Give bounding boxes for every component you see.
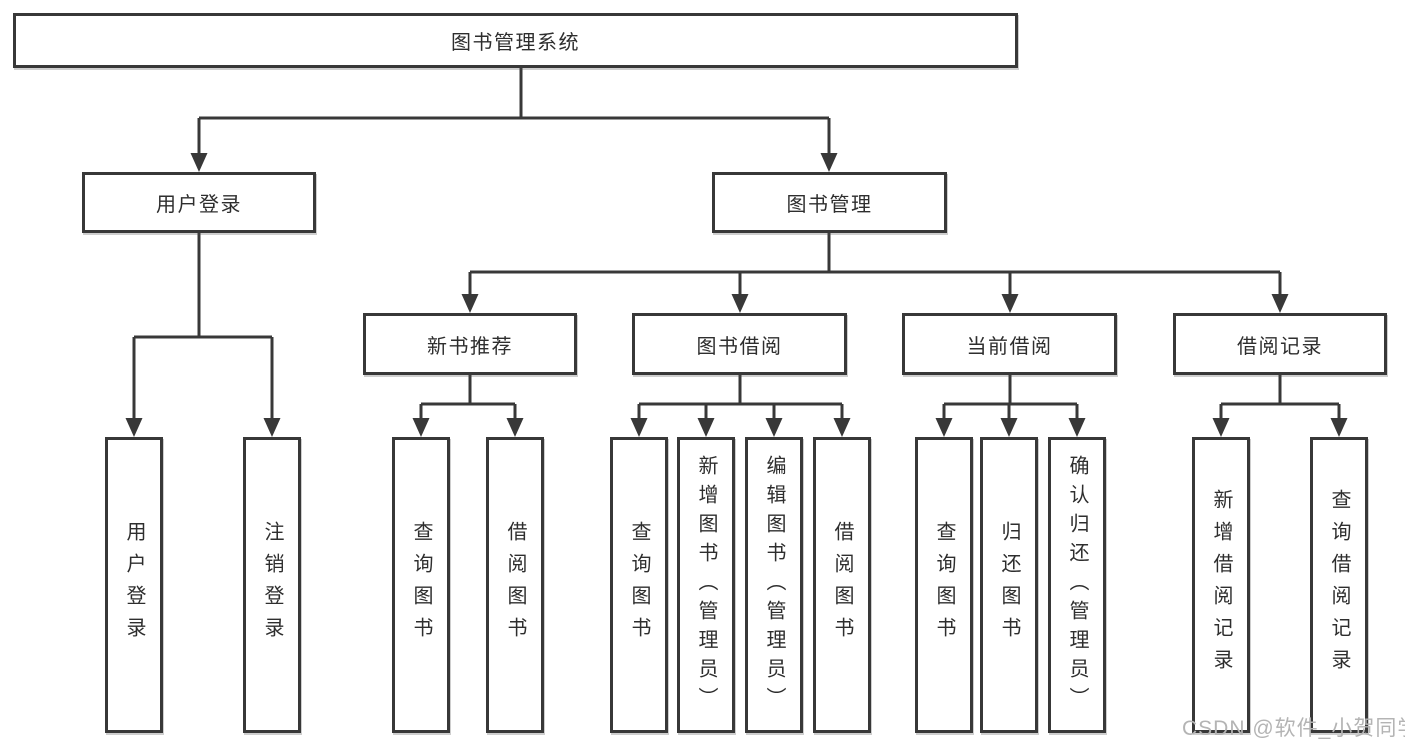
- leaf-query-books-recommend: 查询图书: [392, 437, 450, 733]
- leaf-query-borrow-record-label: 查询借阅记录: [1328, 489, 1350, 681]
- leaf-query-borrow-record: 查询借阅记录: [1310, 437, 1368, 733]
- leaf-return-books: 归还图书: [980, 437, 1038, 733]
- leaf-query-books-borrow: 查询图书: [610, 437, 668, 733]
- leaf-user-login-label: 用户登录: [123, 521, 145, 649]
- node-new-book-recommend-label: 新书推荐: [427, 335, 513, 358]
- node-new-book-recommend: 新书推荐: [363, 313, 577, 375]
- leaf-borrow-books-label: 借阅图书: [831, 521, 853, 649]
- node-user-login-label: 用户登录: [156, 194, 242, 216]
- leaf-confirm-return-admin: 确认归还（管理员）: [1048, 437, 1106, 733]
- leaf-query-books-current-label: 查询图书: [933, 521, 955, 649]
- node-root-label: 图书管理系统: [451, 32, 580, 54]
- node-book-management-label: 图书管理: [786, 194, 873, 216]
- leaf-add-borrow-record-label: 新增借阅记录: [1210, 489, 1232, 681]
- node-borrow-records: 借阅记录: [1173, 313, 1387, 375]
- leaf-query-books-recommend-label: 查询图书: [410, 521, 432, 649]
- leaf-edit-books-admin-label: 编辑图书（管理员）: [763, 454, 785, 716]
- leaf-query-books-borrow-label: 查询图书: [628, 521, 650, 649]
- arrowheads: [125, 153, 1348, 437]
- node-book-borrow: 图书借阅: [632, 313, 847, 375]
- leaf-add-borrow-record: 新增借阅记录: [1192, 437, 1250, 733]
- node-user-login: 用户登录: [82, 172, 316, 233]
- leaf-add-books-admin-label: 新增图书（管理员）: [695, 454, 717, 716]
- connector-paths: [132, 68, 1341, 419]
- leaf-user-login: 用户登录: [105, 437, 163, 733]
- leaf-logout-label: 注销登录: [261, 521, 283, 649]
- leaf-add-books-admin: 新增图书（管理员）: [677, 437, 735, 733]
- node-root: 图书管理系统: [13, 13, 1018, 68]
- node-current-borrow: 当前借阅: [902, 313, 1117, 375]
- leaf-return-books-label: 归还图书: [998, 521, 1020, 649]
- leaf-borrow-books: 借阅图书: [813, 437, 871, 733]
- node-book-borrow-label: 图书借阅: [696, 335, 783, 358]
- leaf-borrow-books-recommend-label: 借阅图书: [504, 521, 526, 649]
- watermark: CSDN @软件_小贺同学: [1182, 717, 1405, 740]
- leaf-confirm-return-admin-label: 确认归还（管理员）: [1066, 454, 1088, 716]
- leaf-query-books-current: 查询图书: [915, 437, 973, 733]
- node-borrow-records-label: 借阅记录: [1237, 335, 1323, 358]
- leaf-logout: 注销登录: [243, 437, 301, 733]
- node-current-borrow-label: 当前借阅: [966, 335, 1053, 358]
- leaf-edit-books-admin: 编辑图书（管理员）: [745, 437, 803, 733]
- leaf-borrow-books-recommend: 借阅图书: [486, 437, 544, 733]
- node-book-management: 图书管理: [712, 172, 947, 233]
